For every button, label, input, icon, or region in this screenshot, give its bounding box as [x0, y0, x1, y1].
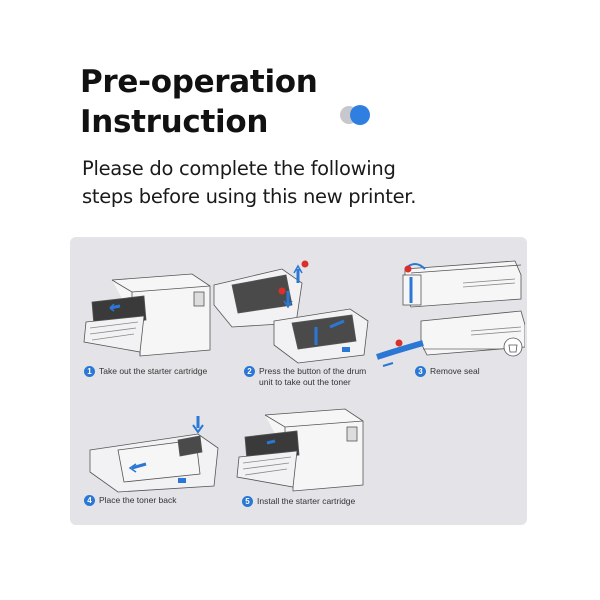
drum-unit-icon: [212, 255, 372, 367]
step-text: Place the toner back: [99, 495, 177, 505]
step-4-label: 4 Place the toner back: [84, 495, 177, 506]
blue-dot: [350, 105, 370, 125]
step-text: Press the button of the drum unit to tak…: [259, 366, 366, 388]
step-2-label: 2 Press the button of the drum unit to t…: [244, 366, 366, 388]
page-subtitle: Please do complete the following steps b…: [82, 155, 416, 211]
step-text: Install the starter cartridge: [257, 496, 356, 506]
step-number-badge: 3: [415, 366, 426, 377]
step-3-label: 3 Remove seal: [415, 366, 480, 377]
step-number-badge: 5: [242, 496, 253, 507]
step-5-label: 5 Install the starter cartridge: [242, 496, 355, 507]
title-line-1: Pre-operation: [80, 64, 318, 100]
drum-unit-insert-icon: [88, 412, 223, 494]
step-text-line-2: unit to take out the toner: [259, 377, 351, 387]
toner-seal-icon: [375, 255, 525, 367]
step-number-badge: 4: [84, 495, 95, 506]
page-title: Pre-operation Instruction: [80, 62, 318, 142]
instruction-panel: 1 Take out the starter cartridge 2 Press…: [70, 237, 527, 525]
subtitle-line-1: Please do complete the following: [82, 157, 396, 180]
step-number-badge: 2: [244, 366, 255, 377]
step-text: Take out the starter cartridge: [99, 366, 208, 376]
step-text: Remove seal: [430, 366, 480, 376]
title-line-2: Instruction: [80, 104, 269, 140]
printer-open-front-icon: [235, 407, 370, 492]
two-dots-logo-icon: [340, 105, 374, 125]
step-text-line-1: Press the button of the drum: [259, 366, 367, 376]
step-1-label: 1 Take out the starter cartridge: [84, 366, 207, 377]
step-number-badge: 1: [84, 366, 95, 377]
printer-open-front-icon: [82, 272, 217, 357]
subtitle-line-2: steps before using this new printer.: [82, 185, 417, 208]
